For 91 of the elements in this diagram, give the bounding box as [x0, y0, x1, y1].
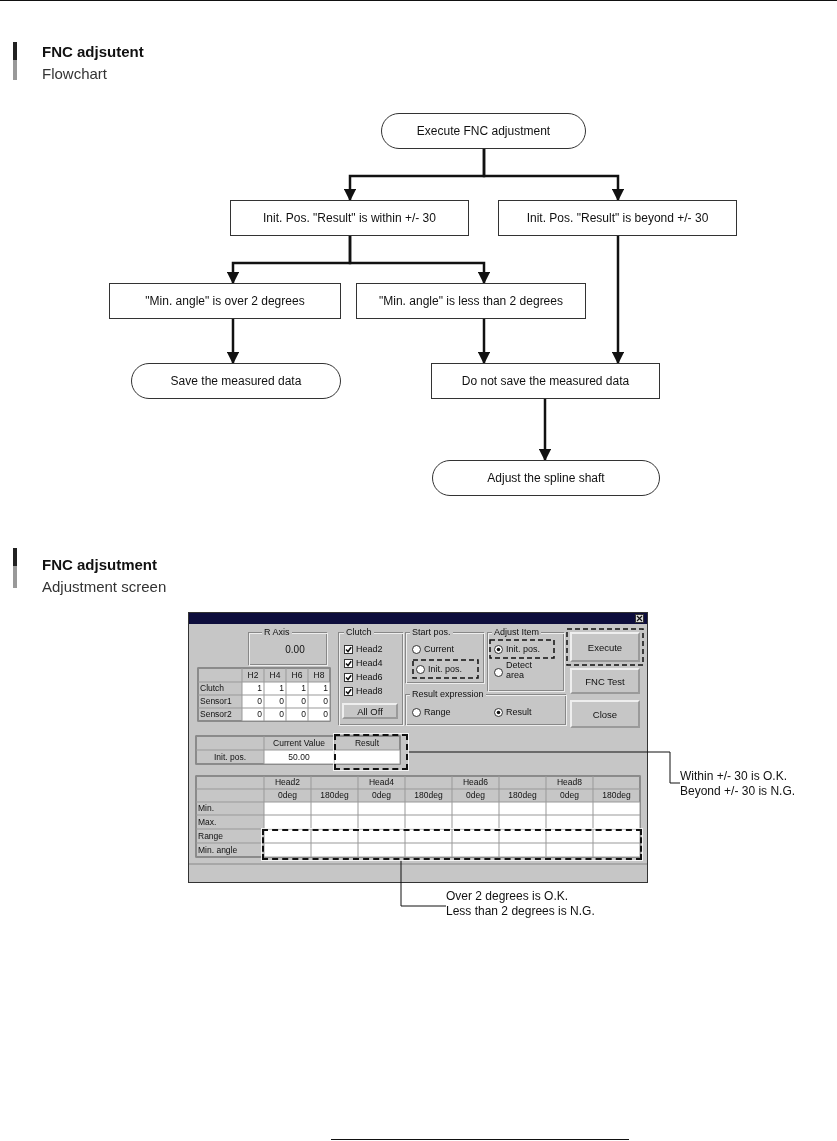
group-label: Result expression: [410, 688, 486, 701]
column-header: Head6: [461, 776, 490, 789]
column-header: 0deg: [371, 789, 392, 802]
checkbox-label: Head4: [356, 657, 383, 670]
terminal-box: [432, 460, 660, 496]
node-label: Init. Pos. "Result" is within +/- 30: [263, 211, 436, 225]
flow-arrow: [611, 236, 625, 365]
column-header: Head8: [555, 776, 584, 789]
cell-value: 0: [278, 708, 285, 721]
row-header: Min. angle: [197, 844, 239, 857]
process-box: [431, 363, 660, 399]
option-label: Detect area: [506, 660, 533, 680]
cell-value: 0: [322, 708, 329, 721]
column-header: Head2: [273, 776, 302, 789]
row-header: Clutch: [199, 682, 226, 695]
cell-value: 1: [300, 682, 307, 695]
section-heading: FNC adjsutent: [42, 43, 144, 61]
cell-value: 1: [322, 682, 329, 695]
note-text: Less than 2 degrees is N.G.: [446, 904, 595, 919]
group-label: Adjust Item: [492, 626, 542, 639]
cell-value: 0: [256, 708, 263, 721]
cell-value: 50.00: [287, 751, 311, 764]
column-header: 180deg: [413, 789, 444, 802]
column-header: 180deg: [507, 789, 538, 802]
flow-arrow: [482, 149, 625, 202]
section-subheading: Adjustment screen: [42, 578, 167, 596]
column-header: 0deg: [277, 789, 298, 802]
row-header: Sensor1: [199, 695, 233, 708]
leader-line: [407, 751, 681, 784]
node-label: "Min. angle" is less than 2 degrees: [379, 294, 563, 308]
process-box: [230, 200, 469, 236]
option-label: Init. pos.: [506, 643, 541, 656]
column-header: Head4: [367, 776, 396, 789]
node-label: Save the measured data: [170, 374, 302, 388]
node-label: Init. Pos. "Result" is beyond +/- 30: [526, 211, 709, 225]
column-header: H6: [290, 669, 304, 682]
note-text: Within +/- 30 is O.K.: [680, 769, 788, 784]
row-header: Max.: [197, 816, 218, 829]
column-header: H8: [312, 669, 326, 682]
column-header: 180deg: [319, 789, 350, 802]
node-label: Do not save the measured data: [461, 374, 630, 388]
cell-value: 0: [300, 695, 307, 708]
checkbox-label: Head6: [356, 671, 383, 684]
node-label: "Min. angle" is over 2 degrees: [145, 294, 305, 308]
process-box: [109, 283, 341, 319]
checkbox-label: Head8: [356, 685, 383, 698]
option-label: Result: [506, 706, 532, 719]
column-header: H2: [246, 669, 260, 682]
row-header: Min.: [197, 802, 216, 815]
cell-value: 0: [256, 695, 263, 708]
command-button: Close: [570, 700, 640, 728]
cell-value: 0: [278, 695, 285, 708]
process-box: [498, 200, 737, 236]
flow-arrow: [348, 236, 491, 285]
row-header: Init. pos.: [212, 751, 248, 764]
column-header: 0deg: [559, 789, 580, 802]
cell-value: 0: [322, 695, 329, 708]
row-header: Range: [197, 830, 225, 843]
section-subheading: Flowchart: [42, 65, 108, 83]
option-label: Current: [424, 643, 454, 656]
option-label: Range: [424, 706, 451, 719]
cell-value: 1: [278, 682, 285, 695]
command-button: FNC Test: [570, 668, 640, 694]
axis-value: 0.00: [284, 643, 306, 656]
process-box: [356, 283, 586, 319]
cell-value: 0: [300, 708, 307, 721]
leader-line: [400, 859, 447, 907]
terminal-box: [131, 363, 341, 399]
node-label: Adjust the spline shaft: [487, 471, 605, 485]
note-text: Over 2 degrees is O.K.: [446, 889, 569, 904]
section-heading: FNC adjsutment: [42, 556, 157, 574]
group-label: Start pos.: [410, 626, 453, 639]
column-header: Result: [353, 737, 381, 750]
flow-arrow: [477, 319, 491, 365]
checkbox-label: Head2: [356, 643, 383, 656]
flow-arrow: [226, 319, 240, 365]
note-text: Beyond +/- 30 is N.G.: [680, 784, 796, 799]
command-button: Execute: [570, 632, 640, 662]
highlight-frame: [334, 734, 408, 770]
highlight-frame: [262, 829, 642, 860]
terminal-box: [381, 113, 586, 149]
cell-value: 1: [256, 682, 263, 695]
row-header: Sensor2: [199, 708, 233, 721]
column-header: Current Value: [272, 737, 326, 750]
column-header: 0deg: [465, 789, 486, 802]
command-button: All Off: [342, 703, 398, 719]
column-header: 180deg: [601, 789, 632, 802]
option-label: Init. pos.: [428, 663, 463, 676]
flow-arrow: [538, 399, 552, 462]
node-label: Execute FNC adjustment: [416, 124, 551, 138]
column-header: H4: [268, 669, 282, 682]
